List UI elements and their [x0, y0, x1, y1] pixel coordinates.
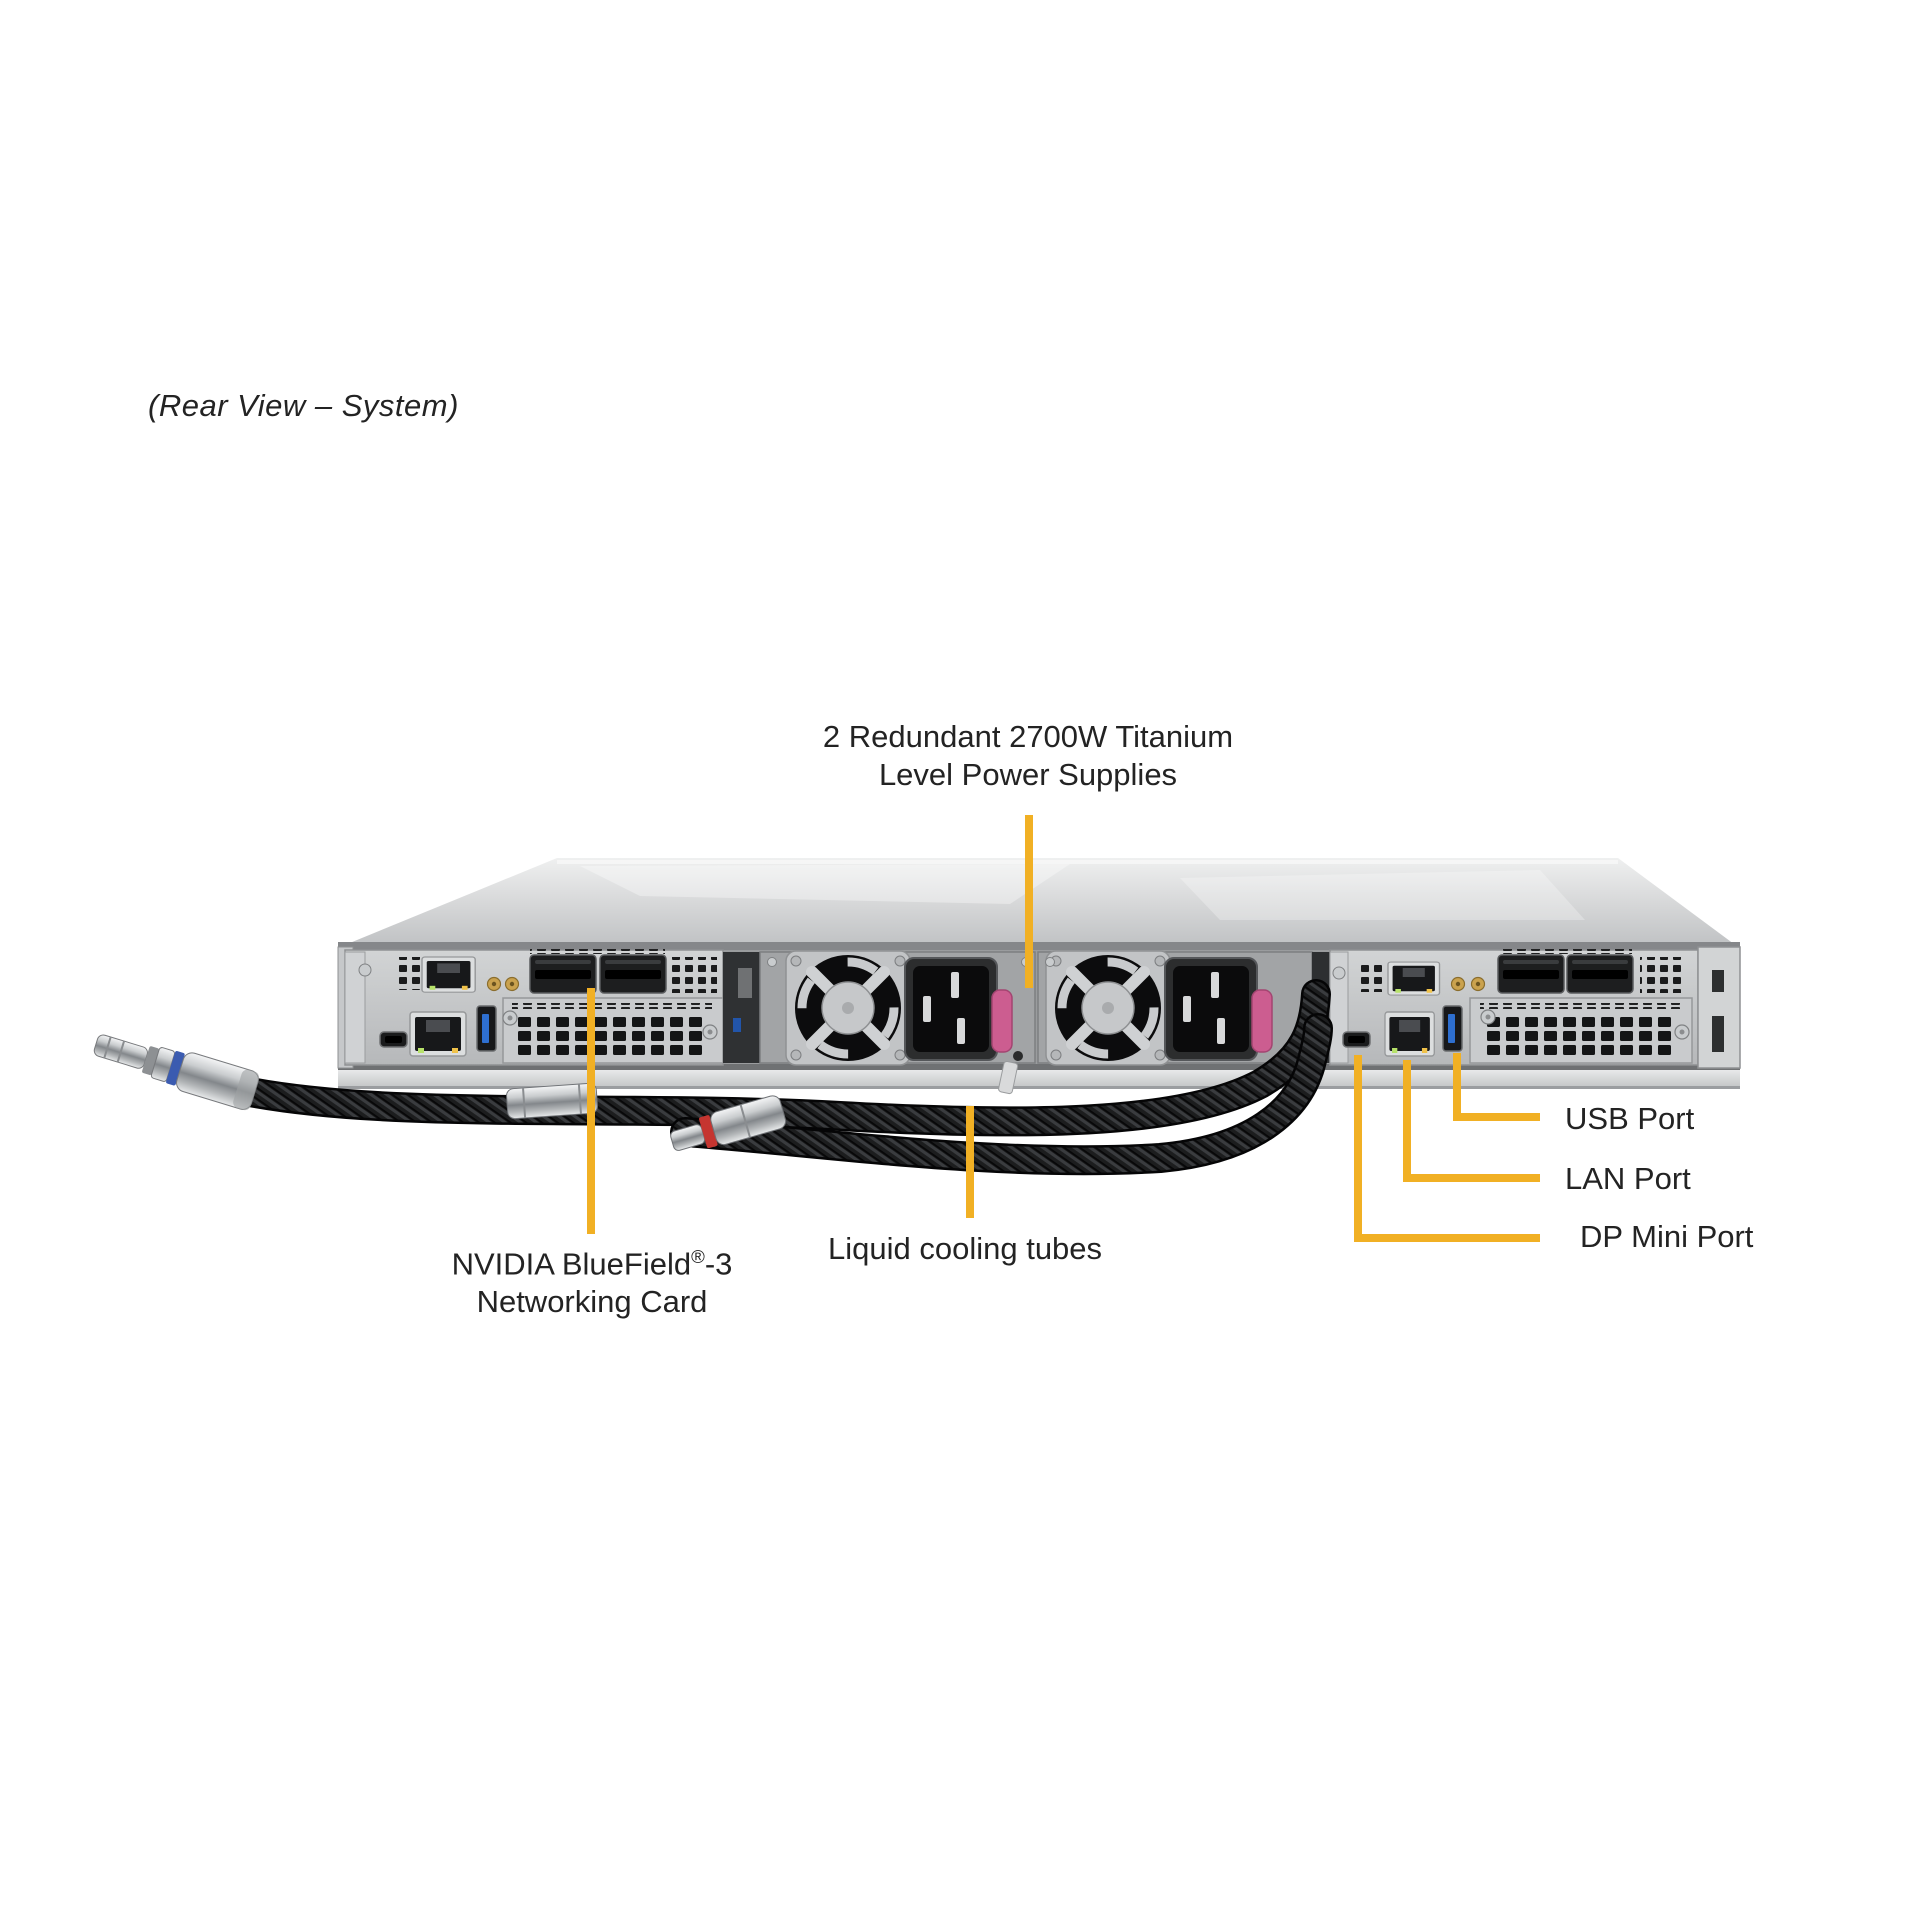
vent-grille — [515, 1016, 708, 1058]
lan-port-graphic — [1384, 1011, 1436, 1057]
psu-callout-label-line2: Level Power Supplies — [878, 757, 1178, 792]
ipmi-lan-port-graphic — [421, 956, 476, 993]
lan-callout-line — [1403, 1060, 1540, 1182]
right-vent-grille — [1483, 1016, 1676, 1058]
liquid-cooling-callout-label: Liquid cooling tubes — [828, 1231, 1103, 1266]
liquid-cooling-callout-line — [966, 1106, 974, 1218]
right-ipmi-lan-port-graphic — [1387, 961, 1441, 996]
quick-disconnect-blue — [93, 1034, 260, 1111]
left-dp-mini-port-graphic — [379, 1031, 408, 1048]
psu-callout-label: 2 Redundant 2700W Titanium Level Power S… — [808, 718, 1248, 794]
psu2-power-inlet — [1164, 957, 1258, 1061]
psu2-latch — [1251, 989, 1273, 1053]
right-rack-ear — [1697, 946, 1741, 1069]
liquid-cooling-tubes — [93, 979, 1333, 1176]
usb-callout-line — [1453, 1053, 1540, 1121]
page-title: (Rear View – System) — [148, 388, 459, 423]
lan-callout-label: LAN Port — [1565, 1161, 1691, 1196]
dp-mini-callout-line — [1354, 1055, 1540, 1242]
networking-card-suffix: -3 — [704, 1246, 733, 1282]
psu1-power-inlet — [904, 957, 998, 1061]
qsfp-port-2-graphic — [599, 954, 667, 994]
left-lan-port-graphic — [409, 1011, 467, 1057]
quick-disconnect-red — [670, 1095, 787, 1151]
power-supply-2 — [1037, 951, 1313, 1065]
dp-mini-callout-label: DP Mini Port — [1580, 1219, 1754, 1254]
networking-card-label-line2: Networking Card — [476, 1284, 708, 1320]
tube-metal-sleeve — [506, 1082, 598, 1120]
right-qsfp-port-1-graphic — [1497, 954, 1565, 994]
psu1-latch — [991, 989, 1013, 1053]
right-qsfp-port-2-graphic — [1566, 954, 1634, 994]
networking-card-label-line1: NVIDIA BlueField®-3 — [392, 1238, 792, 1283]
networking-card-callout-line — [587, 988, 595, 1234]
psu-callout-line — [1025, 815, 1033, 988]
psu2-fan — [1046, 951, 1170, 1065]
psu-callout-label-line1: 2 Redundant 2700W Titanium — [822, 719, 1234, 754]
left-networking-module — [344, 949, 724, 1066]
networking-card-brand: NVIDIA BlueField — [451, 1246, 692, 1282]
right-io-module — [1329, 949, 1699, 1066]
server-rear-photo — [93, 858, 1741, 1176]
dp-mini-port-graphic — [1342, 1031, 1371, 1048]
left-usb-port-graphic — [476, 1005, 497, 1052]
networking-card-callout-label: NVIDIA BlueField®-3 Networking Card — [392, 1238, 792, 1321]
power-supply-1 — [759, 951, 1036, 1065]
usb-callout-label: USB Port — [1565, 1101, 1695, 1136]
psu1-fan — [786, 951, 910, 1065]
usb-port-graphic — [1442, 1005, 1463, 1052]
registered-mark: ® — [691, 1246, 705, 1267]
